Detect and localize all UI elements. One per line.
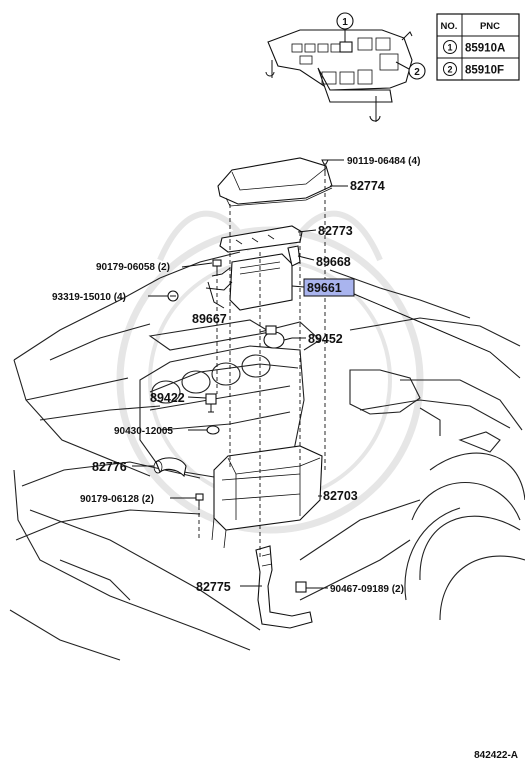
part-label-89668[interactable]: 89668 [316,255,351,269]
screw-icon [167,290,179,302]
legend-table [436,13,520,81]
part-label-82775[interactable]: 82775 [196,580,231,594]
callout-2-label: 2 [414,67,420,78]
part-label-82703[interactable]: 82703 [323,489,358,503]
part-label-90179-06128[interactable]: 90179-06128 (2) [80,494,154,505]
part-label-89422[interactable]: 89422 [150,391,185,405]
part-label-82773[interactable]: 82773 [318,224,353,238]
bolt-icon [321,159,329,172]
part-label-90119[interactable]: 90119-06484 (4) [347,156,420,167]
legend-row-2-pnc: 85910F [465,65,504,77]
part-label-82774[interactable]: 82774 [350,179,385,193]
part-label-90467[interactable]: 90467-09189 (2) [330,584,404,595]
car-body-outline [9,251,525,661]
assembly-dashed-lines [198,172,326,560]
part-label-89667[interactable]: 89667 [192,312,227,326]
part-label-89452[interactable]: 89452 [308,332,343,346]
legend-row-2-no: 2 [447,65,452,75]
legend-header-pnc: PNC [480,21,500,32]
part-label-90179-06058[interactable]: 90179-06058 (2) [96,262,170,273]
clip-drawing [295,581,307,593]
hose-drawing [153,457,187,478]
legend-header-no: NO. [441,21,458,32]
fuse-box-cover-drawing [217,157,333,207]
part-label-90430[interactable]: 90430-12005 [114,426,173,437]
leader-lines [132,159,521,589]
ecu-bracket-drawing [207,281,225,309]
callout-1-label: 1 [342,17,348,28]
part-label-93319[interactable]: 93319-15010 (4) [52,292,126,303]
part-89661-highlight [303,278,355,297]
part-label-89661[interactable]: 89661 [307,281,342,295]
temperature-sensor-drawing [205,393,217,413]
battery-tray-drawing [211,445,323,549]
legend-row-1-no: 1 [447,43,452,53]
relay-block-drawing [265,12,426,122]
part-label-82776[interactable]: 82776 [92,460,127,474]
legend-row-1-pnc: 85910A [465,43,505,55]
diagram-code: 842422-A [474,750,518,761]
air-duct-drawing [255,545,313,629]
gasket-ring-drawing [206,425,220,435]
bolt-icon [212,259,222,272]
sensor-drawing [263,325,293,349]
ecu-module-drawing [205,253,293,311]
bolt-icon [195,493,204,506]
